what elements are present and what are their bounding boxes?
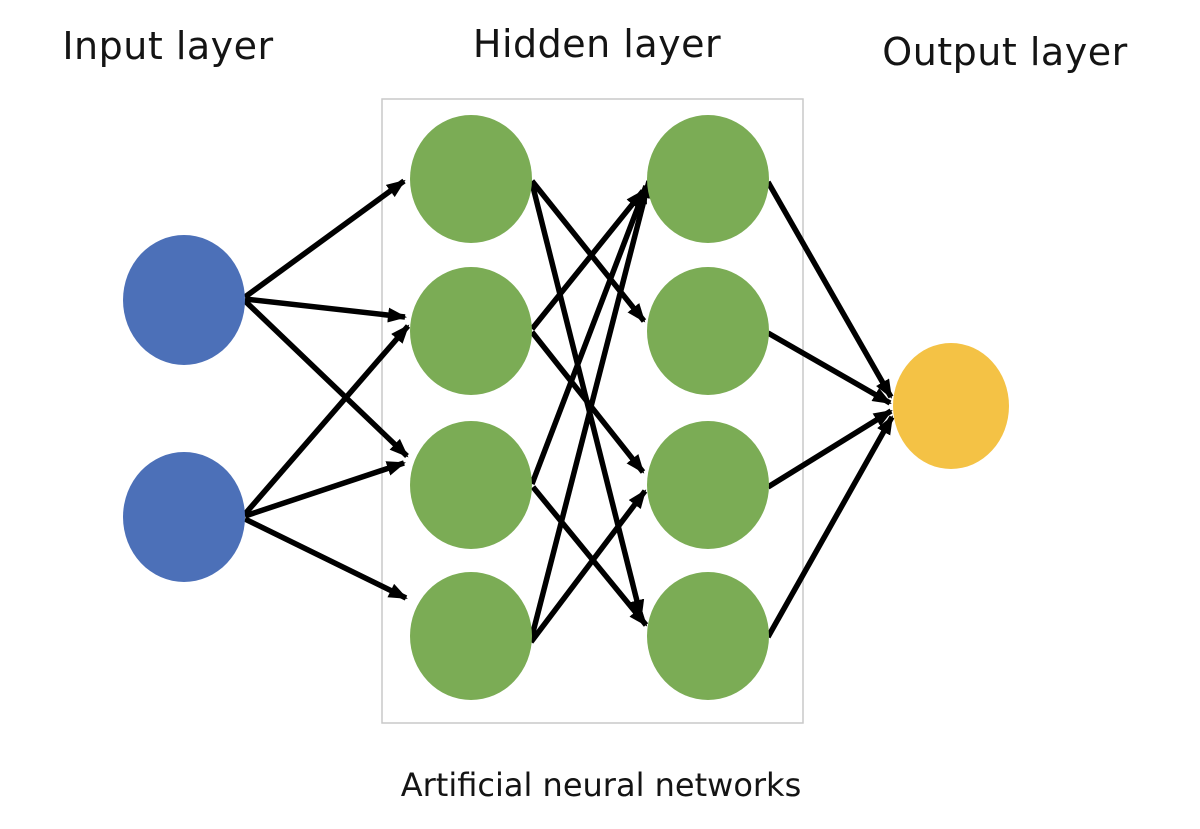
node-hidden-2-2 (647, 267, 769, 395)
output-layer-label: Output layer (882, 30, 1128, 74)
node-hidden-2-4 (647, 572, 769, 700)
edge-hidden-1-3-to-hidden-2-4 (530, 485, 649, 627)
edge-input-2-to-hidden-1-2 (242, 324, 411, 516)
edge-input-2-to-hidden-1-4 (243, 516, 408, 601)
edge-hidden-2-2-to-output-1 (766, 330, 892, 406)
edge-hidden-1-4-to-hidden-2-1 (528, 179, 653, 641)
node-hidden-2-1 (647, 115, 769, 243)
edge-hidden-1-2-to-hidden-2-3 (529, 330, 646, 474)
edge-hidden-2-3-to-output-1 (766, 408, 893, 490)
edge-input-1-to-hidden-1-1 (243, 178, 406, 300)
edge-hidden-2-1-to-output-1 (765, 180, 894, 399)
node-input-2 (123, 452, 245, 582)
hidden-layer-box (381, 98, 804, 724)
edge-hidden-1-3-to-hidden-2-1 (529, 184, 649, 485)
node-hidden-2-3 (647, 421, 769, 549)
edge-input-2-to-hidden-1-3 (244, 460, 406, 519)
edge-hidden-2-4-to-output-1 (765, 415, 895, 639)
input-layer-label: Input layer (62, 24, 274, 68)
node-input-1 (123, 235, 245, 365)
edge-input-1-to-hidden-1-2 (244, 296, 407, 323)
diagram-caption: Artificial neural networks (400, 766, 802, 804)
edge-hidden-1-1-to-hidden-2-2 (529, 179, 647, 323)
node-hidden-1-1 (410, 115, 532, 243)
node-output-1 (893, 343, 1009, 469)
edge-hidden-1-4-to-hidden-2-3 (528, 489, 648, 644)
node-hidden-1-3 (410, 421, 532, 549)
edge-hidden-1-2-to-hidden-2-1 (529, 189, 646, 331)
node-hidden-1-2 (410, 267, 532, 395)
edge-input-1-to-hidden-1-3 (243, 299, 409, 458)
node-hidden-1-4 (410, 572, 532, 700)
hidden-layer-label: Hidden layer (472, 22, 722, 66)
